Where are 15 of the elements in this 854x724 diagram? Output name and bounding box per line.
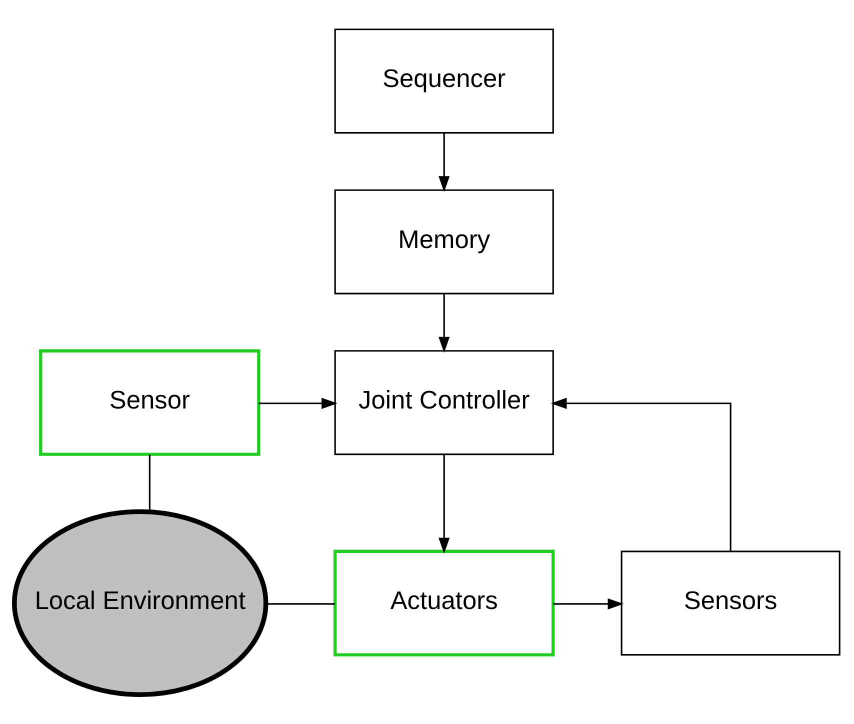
arrow [553,598,624,610]
arrow [438,294,450,353]
arrow [438,132,450,192]
node-box: Sequencer [334,28,554,134]
arrow [550,398,732,552]
arrow [438,454,450,554]
node-box: Memory [334,189,554,294]
node-box: Actuators [334,550,555,656]
node-box: Sensors [620,550,840,656]
node-box: Sensor [39,349,260,456]
node-box: Joint Controller [334,350,554,456]
arrow [258,398,338,409]
connector [266,603,335,605]
node-ellipse: Local Environment [12,509,268,698]
connector [148,454,150,512]
